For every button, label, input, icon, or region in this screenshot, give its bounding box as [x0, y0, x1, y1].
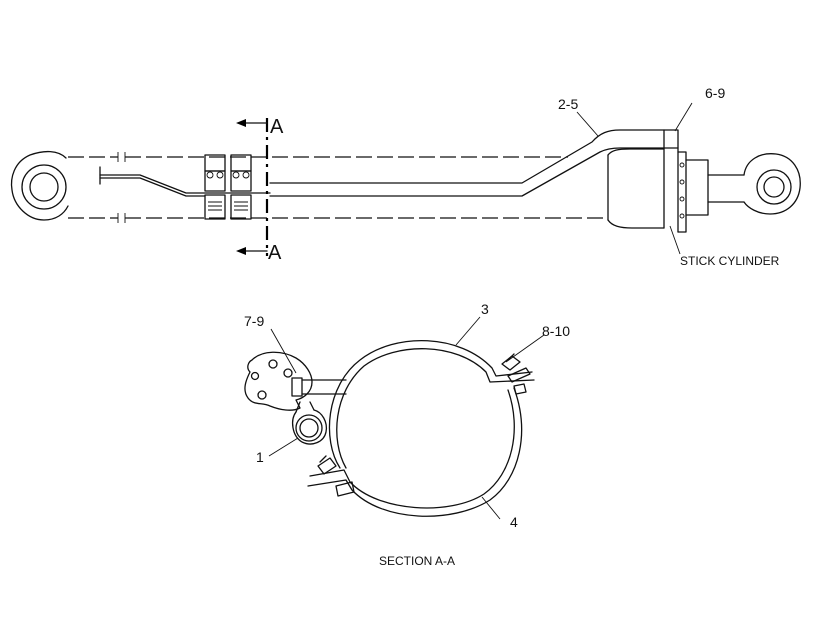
- cylinder-body-outline: [68, 152, 604, 223]
- callout-8-10: 8-10: [542, 323, 570, 339]
- leader-3: [455, 316, 481, 346]
- leader-6-9: [674, 102, 693, 132]
- leader-7-9: [270, 328, 297, 374]
- line-clamps: [204, 154, 252, 220]
- clamp-bolts: [317, 353, 531, 497]
- small-line-clamp: [291, 401, 328, 445]
- callout-7-9: 7-9: [244, 313, 264, 329]
- rod-eye-left: [10, 150, 69, 221]
- callout-6-9: 6-9: [705, 85, 725, 101]
- callout-3: 3: [481, 301, 489, 317]
- callout-4: 4: [510, 514, 518, 530]
- leader-4: [481, 496, 501, 520]
- section-marker-top: A: [270, 116, 284, 138]
- leader-8-10: [505, 334, 545, 363]
- callout-1: 1: [256, 449, 264, 465]
- leader-stick-cylinder: [669, 225, 681, 255]
- section-a-a-view: [244, 316, 545, 520]
- cylinder-head: [607, 129, 745, 233]
- leader-1: [268, 437, 299, 457]
- stick-cylinder-view: [10, 102, 801, 256]
- leader-2-5: [576, 111, 599, 137]
- section-marker-bottom: A: [268, 242, 282, 264]
- clamp-lower-half: [307, 387, 523, 517]
- clamp-upper-half: [328, 339, 535, 469]
- callout-2-5: 2-5: [558, 96, 578, 112]
- mounting-bracket: [244, 351, 347, 411]
- caption-stick-cylinder: STICK CYLINDER: [680, 254, 780, 268]
- rod-eye-right: [743, 153, 801, 215]
- section-cut-line: [236, 118, 269, 256]
- hydraulic-line: [99, 129, 665, 197]
- caption-section-a-a: SECTION A-A: [379, 554, 455, 568]
